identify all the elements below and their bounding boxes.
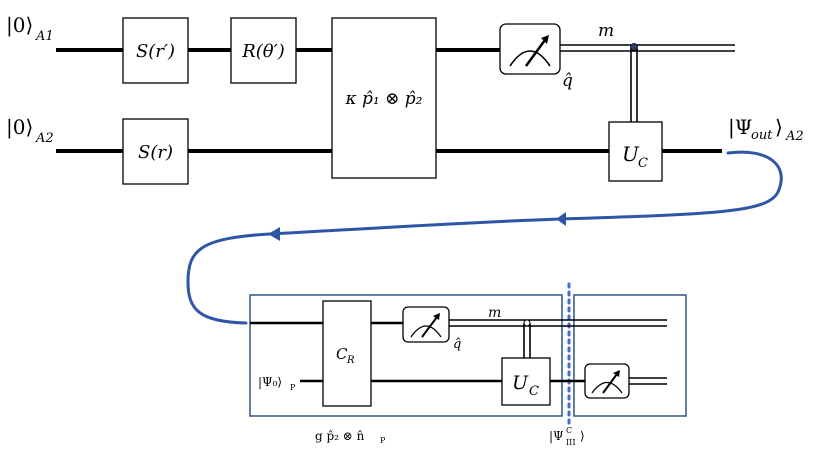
input-a1-label: |0⟩ xyxy=(6,13,33,38)
probe-state-sub: P xyxy=(290,383,296,392)
meter-icon-final xyxy=(584,363,630,399)
control-dot-bottom xyxy=(523,319,531,327)
uc-gate-bottom xyxy=(501,357,551,406)
input-a2-label: |0⟩ xyxy=(6,115,33,140)
input-a1-sub: A1 xyxy=(35,29,54,44)
control-dot-top xyxy=(630,43,638,51)
coupling-caption-sub: P xyxy=(380,436,386,445)
output-state-sub2: A2 xyxy=(785,129,804,144)
rotation-gate xyxy=(230,17,297,84)
coupling-caption: g p̂₂ ⊗ n̂ xyxy=(315,429,365,443)
output-state-label: |Ψ xyxy=(728,115,752,140)
rotation-gate-label: R(θ′) xyxy=(241,41,285,62)
intermediate-state-sup: C xyxy=(566,426,572,435)
top-circuit: |0⟩ A1 |0⟩ A2 S(r′) R(θ′) S(r) κ p̂₁ ⊗ p… xyxy=(6,13,804,185)
output-state-tail: ⟩ xyxy=(775,115,783,139)
cr-gate xyxy=(322,300,372,407)
uc-gate-bottom-label: U xyxy=(512,372,529,394)
intermediate-state-label: |Ψ xyxy=(549,429,564,443)
cr-gate-label: C xyxy=(336,345,348,363)
state-transfer-path xyxy=(186,150,783,325)
classical-top-label: m xyxy=(598,21,614,41)
bottom-frame-left xyxy=(249,294,563,417)
intermediate-state-sub: III xyxy=(566,438,575,447)
coupling-gate xyxy=(331,17,437,179)
cr-gate-sub: R xyxy=(346,355,355,366)
probe-state-label: |Ψ₀⟩ xyxy=(258,375,282,389)
meter-icon-bottom xyxy=(402,306,450,343)
route-arrow-left xyxy=(268,227,280,241)
squeeze-gate xyxy=(122,118,189,185)
bottom-circuit: C R q̂ m U C |Ψ₀⟩ P g p̂₂ ⊗ n̂ P |Ψ C II xyxy=(249,282,687,447)
meter-bottom-label: q̂ xyxy=(453,337,461,352)
uc-gate-top-label: U xyxy=(622,142,640,166)
output-state-sub: out xyxy=(751,128,773,143)
connection-route xyxy=(186,150,783,325)
route-arrow-right xyxy=(556,212,566,226)
squeeze-gate-label: S(r) xyxy=(138,142,173,163)
squeeze-gate-prime xyxy=(122,17,189,84)
squeeze-gate-prime-label: S(r′) xyxy=(136,41,175,62)
intermediate-state-tail: ⟩ xyxy=(580,429,585,443)
meter-icon-top xyxy=(499,23,561,75)
uc-gate-top-sub: C xyxy=(638,156,648,171)
classical-bottom-label: m xyxy=(488,305,501,321)
input-a2-sub: A2 xyxy=(35,131,54,146)
bottom-frame-right xyxy=(573,294,687,417)
uc-gate-bottom-sub: C xyxy=(529,384,539,399)
meter-top-label: q̂ xyxy=(562,71,573,91)
uc-gate-top xyxy=(608,121,663,182)
coupling-gate-label: κ p̂₁ ⊗ p̂₂ xyxy=(345,89,423,109)
